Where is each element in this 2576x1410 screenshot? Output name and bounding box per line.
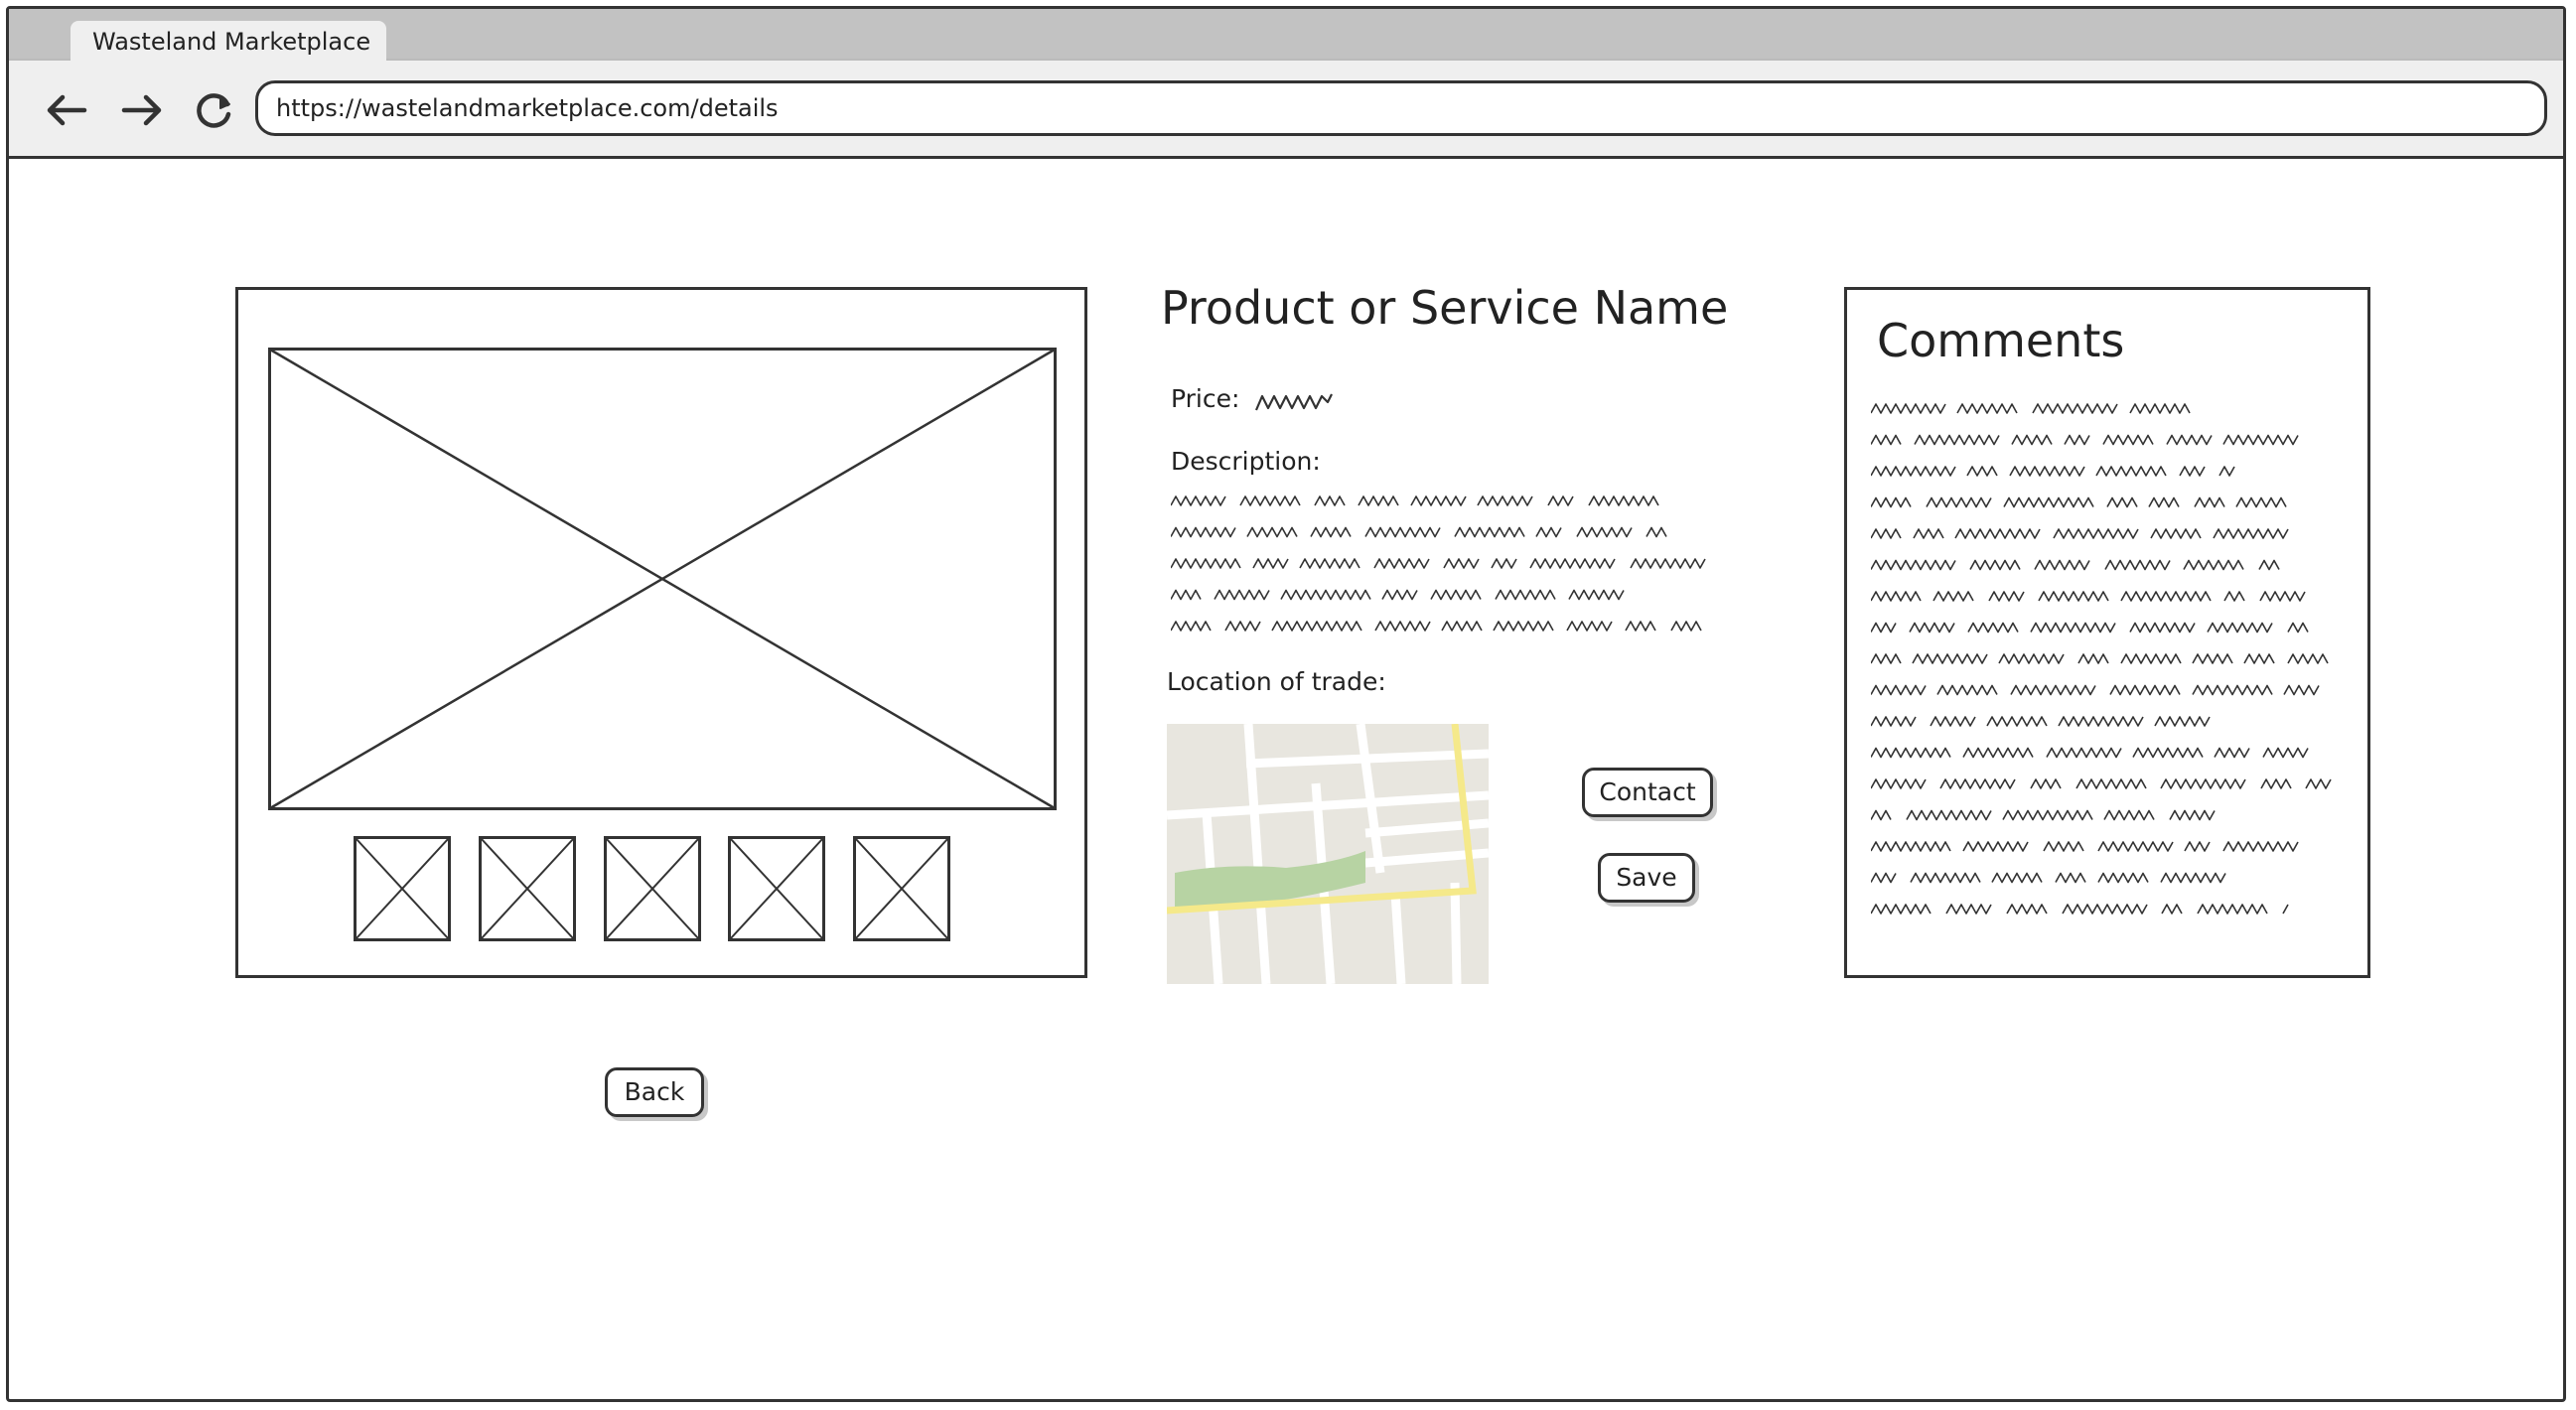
thumbnail-3[interactable] (604, 836, 701, 941)
comments-title: Comments (1877, 314, 2125, 367)
scribble-line (1171, 526, 1667, 538)
thumbnail-2[interactable] (479, 836, 576, 941)
scribble-line (1870, 559, 2280, 571)
scribble-line (1870, 716, 2211, 727)
main-image-placeholder[interactable] (268, 348, 1057, 810)
scribble-line (1870, 778, 2332, 789)
scribble-line (1870, 653, 2329, 664)
scribble-line (1870, 496, 2287, 508)
browser-window: Wasteland Marketplace https://wastelandm… (6, 6, 2566, 1402)
price-label: Price: (1171, 384, 1240, 413)
price-value-scribble (1254, 388, 1334, 414)
back-button[interactable]: Back (605, 1067, 704, 1117)
scribble-line (1871, 842, 2312, 851)
contact-button[interactable]: Contact (1582, 768, 1713, 817)
browser-toolbar: https://wastelandmarketplace.com/details (9, 61, 2563, 159)
scribble-line (1870, 591, 2306, 602)
scribble-line (1870, 466, 2235, 477)
location-map[interactable] (1167, 724, 1489, 984)
tab-bar: Wasteland Marketplace (9, 9, 2563, 63)
back-arrow-icon[interactable] (41, 84, 92, 136)
product-title: Product or Service Name (1161, 281, 1729, 335)
forward-arrow-icon[interactable] (116, 84, 168, 136)
comments-text-scribble (1871, 393, 2348, 933)
scribble-line (1871, 624, 2324, 633)
scribble-line (1870, 809, 2216, 821)
image-gallery (235, 287, 1087, 978)
description-label: Description: (1171, 447, 1321, 476)
save-button[interactable]: Save (1598, 853, 1695, 903)
description-text-scribble (1171, 486, 1717, 644)
scribble-line (1870, 403, 2191, 414)
location-label: Location of trade: (1167, 667, 1386, 696)
scribble-line (1171, 495, 1659, 506)
scribble-line (1870, 684, 2320, 696)
scribble-line (1171, 558, 1706, 569)
scribble-line (1171, 621, 1702, 632)
thumbnail-5[interactable] (853, 836, 950, 941)
reload-icon[interactable] (188, 84, 239, 136)
scribble-line (1870, 528, 2289, 539)
scribble-line (1870, 434, 2299, 446)
scribble-line (1870, 904, 2289, 915)
scribble-line (1171, 589, 1625, 601)
page-content: Product or Service Name Price: Descripti… (9, 158, 2563, 1399)
browser-tab[interactable]: Wasteland Marketplace (71, 21, 386, 63)
thumbnail-1[interactable] (354, 836, 451, 941)
address-bar[interactable]: https://wastelandmarketplace.com/details (255, 80, 2547, 136)
scribble-line (1870, 872, 2226, 884)
comments-panel: Comments (1844, 287, 2370, 978)
thumbnail-4[interactable] (728, 836, 825, 941)
scribble-line (1870, 747, 2309, 759)
